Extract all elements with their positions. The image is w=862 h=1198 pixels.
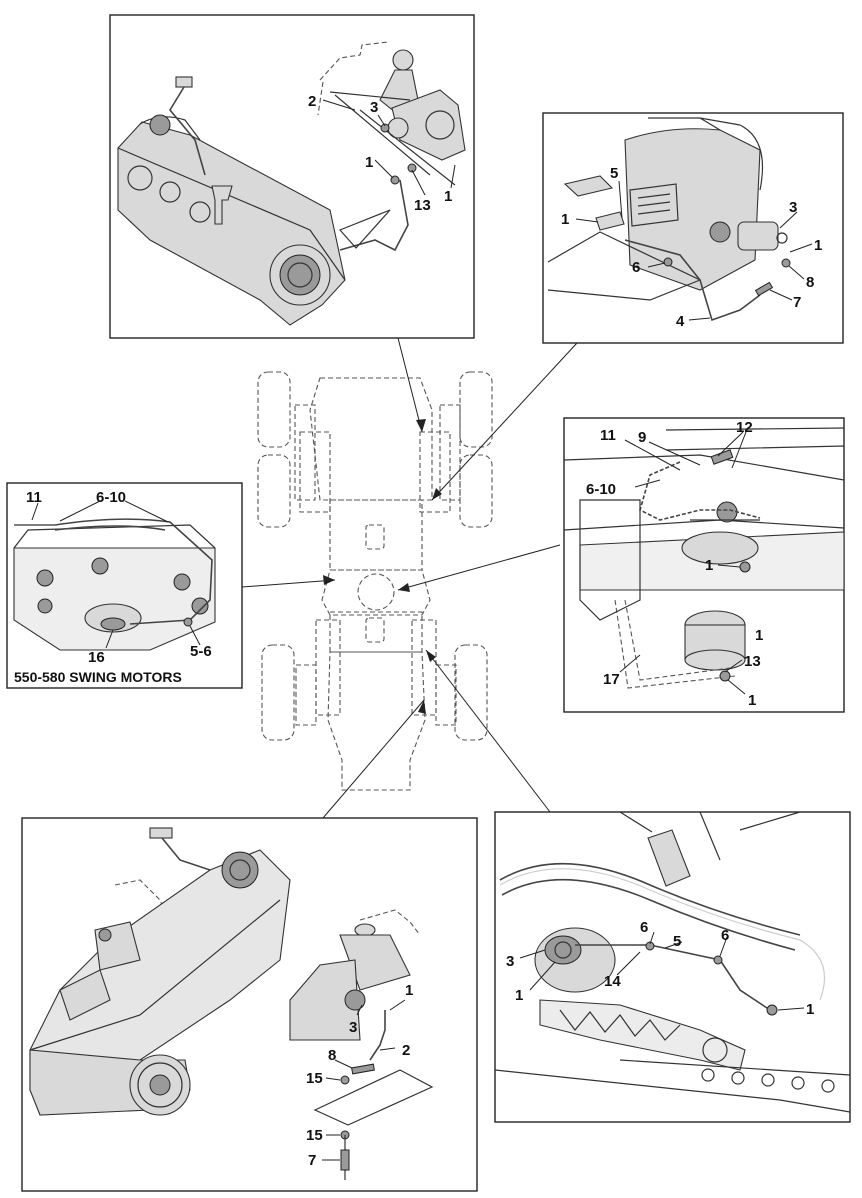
callout-label: 3 xyxy=(506,953,514,970)
callout-label: 15 xyxy=(306,1070,323,1087)
callout-label: 1 xyxy=(806,1001,814,1018)
panel-top-left: 2 3 1 13 1 xyxy=(109,14,475,339)
callout-label: 5-6 xyxy=(190,643,212,660)
callout-label: 3 xyxy=(789,199,797,216)
callout-label: 5 xyxy=(610,165,618,182)
panel-mid-right: 12 11 9 6-10 1 1 13 17 1 xyxy=(563,417,845,713)
callout-label: 4 xyxy=(676,313,685,330)
callout-label: 1 xyxy=(561,211,569,228)
callout-label: 15 xyxy=(306,1127,323,1144)
callout-label: 13 xyxy=(414,197,431,214)
callout-label: 6-10 xyxy=(586,481,616,498)
callout-label: 6 xyxy=(632,259,640,276)
callout-label: 3 xyxy=(370,99,378,116)
callout-label: 11 xyxy=(600,427,616,444)
panel-top-right: 5 3 1 1 6 8 7 4 xyxy=(542,112,844,344)
callout-label: 2 xyxy=(308,93,316,110)
callout-label: 6 xyxy=(721,927,729,944)
leader-arrows xyxy=(241,337,578,819)
callout-label: 8 xyxy=(328,1047,336,1064)
callout-label: 8 xyxy=(806,274,814,291)
callout-label: 3 xyxy=(349,1019,357,1036)
machine-chassis-outline xyxy=(257,371,493,791)
callout-label: 7 xyxy=(793,294,801,311)
callout-label: 1 xyxy=(405,982,413,999)
callout-label: 12 xyxy=(736,419,753,436)
callout-label: 7 xyxy=(308,1152,316,1169)
callout-label: 16 xyxy=(88,649,105,666)
callout-label: 17 xyxy=(603,671,620,688)
panel-bottom-right: 6 5 6 3 1 14 1 xyxy=(494,811,851,1123)
panel-bottom-left: 1 3 2 8 15 15 7 xyxy=(21,817,478,1192)
callout-label: 2 xyxy=(402,1042,410,1059)
callout-label: 11 xyxy=(26,489,42,506)
callout-label: 1 xyxy=(814,237,822,254)
callout-label: 13 xyxy=(744,653,761,670)
panel-mid-left: 11 6-10 16 5-6 550-580 SWING MOTORS xyxy=(6,482,243,689)
callout-label: 1 xyxy=(444,188,452,205)
callout-label: 6-10 xyxy=(96,489,126,506)
callout-label: 5 xyxy=(673,933,681,950)
callout-label: 1 xyxy=(705,557,713,574)
callout-label: 1 xyxy=(365,154,373,171)
callout-label: 14 xyxy=(604,973,621,990)
callout-label: 9 xyxy=(638,429,646,446)
callout-label: 1 xyxy=(755,627,763,644)
callout-label: 6 xyxy=(640,919,648,936)
panel-caption: 550-580 SWING MOTORS xyxy=(14,669,182,685)
callout-label: 1 xyxy=(748,692,756,709)
callout-label: 1 xyxy=(515,987,523,1004)
